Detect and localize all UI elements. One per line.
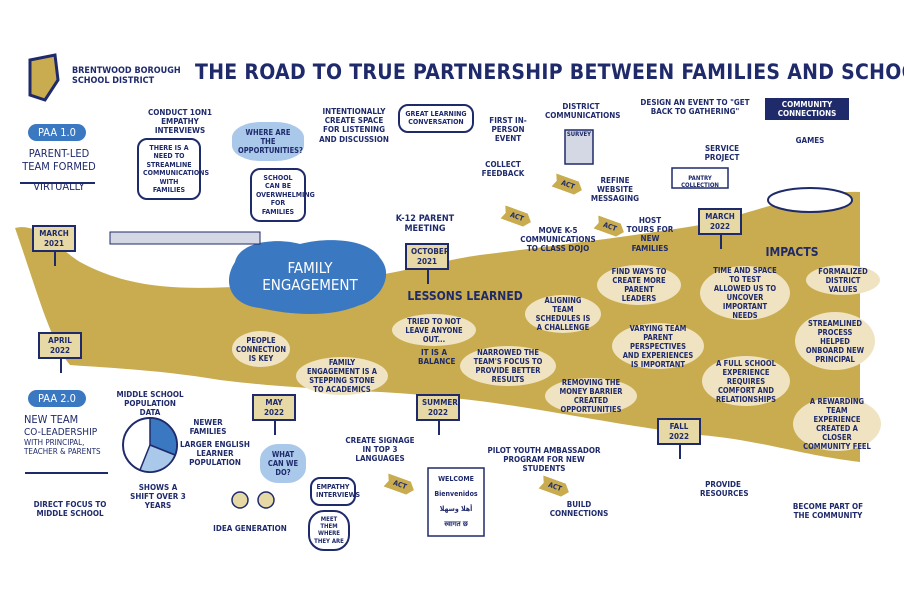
lesson-varying: Varying team parent perspectives and exp… (612, 323, 704, 369)
survey-label: Survey (566, 131, 592, 138)
org-line2: School District (72, 76, 155, 87)
lesson-people: People connection is key (232, 331, 290, 367)
meet-bubble: Meet them where they are (308, 510, 350, 551)
first-event: First in-person event (489, 116, 527, 144)
impact-formalized: Formalized district values (806, 265, 880, 295)
community-banner: Community Connections (765, 98, 849, 121)
paa2-badge: PAA 2.0 (28, 390, 86, 407)
shift-note: Shows a shift over 3 years (130, 483, 186, 511)
sidewalk (109, 231, 261, 245)
newer-families: Newer families (189, 418, 227, 437)
impact-time: Time and space to test allowed us to unc… (700, 266, 790, 320)
org-name: Brentwood BoroughSchool District (72, 66, 181, 87)
sign-march-2022: March 2022 (698, 208, 742, 250)
collect-feedback: Collect feedback (481, 160, 525, 179)
welcome-english: WELCOME (438, 475, 474, 483)
interviews-note: Conduct 1on1 empathy interviews (147, 108, 213, 136)
paa2-line3: with Principal, Teacher & Parents (24, 438, 101, 457)
overwhelming-bubble: School can be overwhelming for families (250, 168, 315, 222)
need-bubble: There is a need to streamline communicat… (137, 138, 209, 201)
sign-summer-2022: Summer 2022 (416, 394, 460, 436)
district-comm: District communications (545, 102, 621, 121)
paa1-line2: Team Formed (22, 159, 96, 173)
welcome-spanish: Bienvenidos (434, 490, 478, 498)
paa2-line1: New Team (24, 413, 79, 426)
logo-icon (28, 53, 60, 102)
paa1-line1: Parent-Led (28, 147, 90, 160)
signage-note: Create signage in top 3 languages (345, 436, 415, 464)
service-note: Service project (704, 144, 740, 163)
where-cloud: Where are the opportunities? (232, 122, 304, 161)
paa2-line2: Co-Leadership (24, 426, 98, 438)
pantry-label: Pantry collection (681, 175, 719, 189)
welcome-sign (427, 467, 485, 537)
become-community: Become part of the community (792, 502, 864, 521)
lessons-title: Lessons Learned (407, 289, 523, 303)
pilot-note: Pilot youth ambassador program for new s… (487, 446, 601, 474)
family-engagement-title: Family Engagement (262, 259, 358, 295)
paa1-text: Parent-LedTeam FormedVirtually (18, 147, 100, 194)
paa2-focus: Direct focus to middle school (33, 500, 107, 519)
impact-streamlined: Streamlined process helped onboard new p… (795, 312, 875, 370)
space-note: Intentionally create space for listening… (319, 107, 389, 144)
empathy-bubble: Empathy interviews (310, 477, 360, 506)
lesson-balance: It is a balance (418, 348, 456, 367)
pantry-box (671, 167, 729, 189)
paa1-line3: Virtually (33, 180, 85, 194)
tours-note: Host tours for new families (626, 216, 674, 253)
lesson-find: Find ways to create more parent leaders (597, 265, 681, 305)
pie-chart-icon (122, 417, 178, 473)
larger-ell: Larger English learner population (180, 440, 250, 468)
move-note: Move K-5 communications to Class Dojo (520, 226, 596, 254)
k12-label: K-12 Parent Meeting (395, 214, 455, 235)
welcome-nepali: स्वागत छ (444, 520, 468, 528)
sign-fall-2022: Fall 2022 (657, 418, 701, 460)
welcome-sign-text: WELCOME Bienvenidos أهلا وسهلا स्वागत छ (428, 472, 484, 532)
what-cloud: What can we do? (260, 444, 306, 483)
provide-resources: Provide resources (700, 480, 749, 499)
impact-full: A full school experience requires comfor… (702, 356, 790, 406)
ms-data: Middle school population data (116, 390, 184, 418)
lesson-tried: Tried to not leave anyone out... (392, 314, 476, 346)
sign-april-2022: April 2022 (38, 332, 82, 374)
refine-note: Refine website messaging (590, 176, 640, 204)
game-table (767, 187, 853, 213)
page-title: The Road to True Partnership Between Fam… (195, 60, 904, 84)
lesson-removing: Removing the money barrier created oppor… (545, 378, 637, 414)
conversation-bubble: Great learning conversation (398, 104, 474, 133)
impact-rewarding: A rewarding team experience created a cl… (793, 397, 881, 451)
paa1-badge: PAA 1.0 (28, 124, 86, 141)
impacts-title: Impacts (765, 245, 819, 259)
survey-doc (564, 129, 594, 165)
org-line1: Brentwood Borough (72, 66, 181, 76)
lesson-narrowed: Narrowed the team's focus to provide bet… (460, 346, 556, 386)
welcome-arabic: أهلا وسهلا (439, 505, 473, 513)
lightbulb-icon (231, 491, 275, 509)
sign-october-2021: October 2021 (405, 243, 449, 285)
design-note: Design an event to "Get back to gatherin… (640, 98, 750, 117)
sign-march-2021: March 2021 (32, 225, 76, 267)
paa2-text: New TeamCo-Leadershipwith Principal, Tea… (24, 413, 114, 457)
lesson-aligning: Aligning team schedules is a challenge (525, 295, 601, 333)
sign-may-2022: May 2022 (252, 394, 296, 436)
idea-generation: Idea generation (213, 524, 287, 533)
lesson-stepping: Family engagement is a stepping stone to… (296, 357, 388, 395)
games-label: Games (795, 136, 825, 145)
build-connections: Build connections (549, 500, 609, 519)
family-engagement-cloud (228, 240, 387, 314)
